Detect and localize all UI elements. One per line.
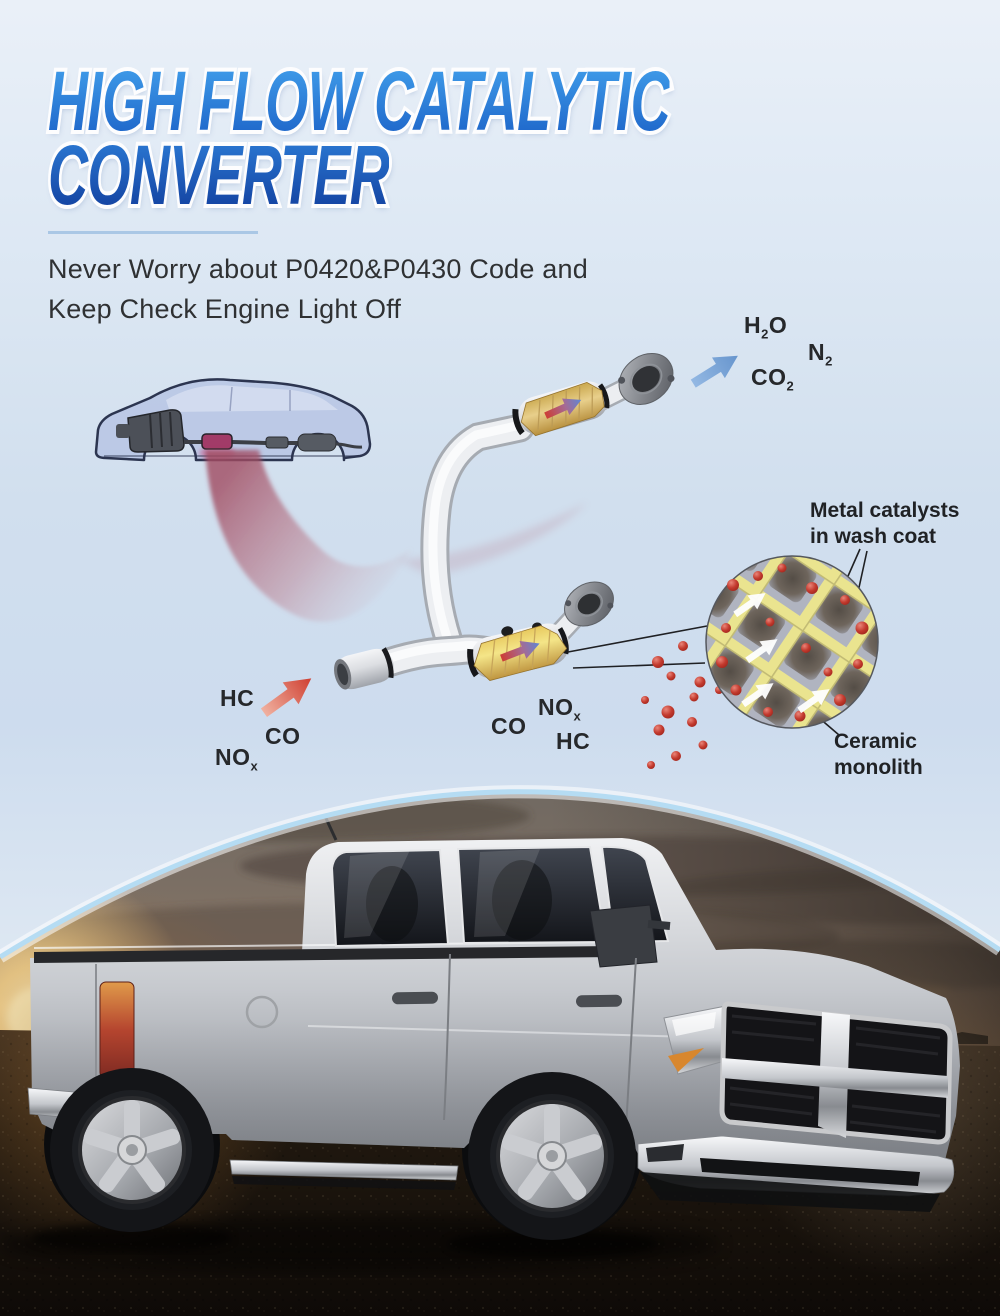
label-co-center: CO bbox=[491, 713, 527, 739]
flange-upper bbox=[618, 353, 675, 405]
seat-silhouette bbox=[492, 860, 552, 940]
rear-door-handle bbox=[392, 991, 438, 1005]
label-n2: N2 bbox=[808, 339, 833, 369]
bumper-intake bbox=[700, 1158, 920, 1186]
exhaust-y-pipe bbox=[375, 376, 639, 677]
engine-ribs bbox=[149, 411, 173, 449]
truck-photo bbox=[0, 785, 1000, 1316]
callout-metal-catalysts: Metal catalysts in wash coat bbox=[810, 499, 960, 548]
title-line-2: CONVERTER CONVERTER bbox=[45, 129, 392, 221]
label-nox-center: NOx bbox=[538, 694, 582, 724]
title-line-1-outline: HIGH FLOW CATALYTIC bbox=[45, 55, 673, 147]
highlight-beam bbox=[205, 450, 588, 622]
clean-gas-arrow-icon bbox=[686, 345, 745, 394]
photo-arc-border bbox=[0, 789, 1000, 960]
mirror-arm bbox=[647, 920, 671, 930]
subtitle-line-2: Keep Check Engine Light Off bbox=[48, 294, 402, 324]
under-bumper-shadow bbox=[640, 1172, 940, 1212]
label-h2o: H2O bbox=[744, 312, 788, 342]
catalyst-cross-section-circle bbox=[705, 555, 879, 729]
car-window-dividers bbox=[229, 386, 291, 412]
exhaust-gas-arrow-icon bbox=[256, 667, 320, 724]
fog-light-recess bbox=[646, 1144, 684, 1162]
emission-particles bbox=[641, 641, 723, 769]
flange-lower bbox=[564, 581, 614, 627]
label-hc-center: HC bbox=[556, 728, 591, 754]
subtitle: Never Worry about P0420&P0430 Code and K… bbox=[48, 249, 588, 329]
front-wheel-shadow bbox=[447, 1230, 657, 1258]
glass-reflection bbox=[344, 850, 410, 938]
catalytic-converter-upper bbox=[512, 381, 610, 437]
label-co-left: CO bbox=[265, 723, 301, 749]
rear-wheel-shadow bbox=[32, 1224, 232, 1252]
headlight-turn-signal bbox=[668, 1048, 704, 1072]
pickup-truck bbox=[27, 813, 960, 1240]
car-glass bbox=[166, 385, 338, 412]
side-mirror bbox=[589, 904, 658, 968]
seat-silhouette bbox=[366, 866, 418, 942]
rear-wheel bbox=[50, 1068, 214, 1232]
door-seams bbox=[443, 953, 637, 1129]
glass-reflection bbox=[474, 849, 540, 937]
running-board-shadow bbox=[232, 1176, 456, 1190]
tail-light bbox=[99, 981, 135, 1079]
cat-converter-highlighted bbox=[201, 433, 233, 450]
converter-diagram bbox=[94, 345, 879, 769]
car-exhaust-schematic bbox=[94, 378, 372, 462]
label-co2: CO2 bbox=[751, 364, 795, 394]
catalyst-dots bbox=[716, 563, 869, 722]
crosshair-grille bbox=[719, 1001, 953, 1145]
tailpipe bbox=[335, 442, 363, 449]
wheel-spokes bbox=[501, 1104, 603, 1200]
label-nox-left: NOx bbox=[215, 744, 259, 774]
title-line-1-text: HIGH FLOW CATALYTIC bbox=[48, 54, 670, 148]
title-underline bbox=[48, 231, 258, 234]
label-hc-left: HC bbox=[220, 685, 255, 711]
running-board bbox=[229, 1159, 459, 1181]
title-line-1: HIGH FLOW CATALYTIC HIGH FLOW CATALYTIC bbox=[45, 55, 673, 147]
engine-block bbox=[127, 409, 185, 453]
front-door-handle bbox=[576, 994, 622, 1008]
subtitle-line-1: Never Worry about P0420&P0430 Code and bbox=[48, 254, 588, 284]
callout-ceramic-monolith: Ceramic monolith bbox=[834, 730, 923, 779]
grille-horizontal-bar bbox=[722, 1058, 948, 1098]
title-line-2-text: CONVERTER bbox=[48, 128, 390, 222]
front-wheel bbox=[468, 1072, 636, 1240]
fuel-door bbox=[245, 995, 279, 1029]
exhaust-pipe-line bbox=[184, 440, 298, 445]
inlet-pipe-end bbox=[334, 647, 394, 690]
catalytic-converter-lower bbox=[467, 622, 570, 681]
title-line-2-outline: CONVERTER bbox=[45, 129, 392, 221]
muffler bbox=[297, 433, 337, 452]
resonator bbox=[265, 436, 289, 449]
wheel-spokes bbox=[83, 1100, 181, 1193]
headlight-glare bbox=[672, 1012, 716, 1036]
engine-intake bbox=[116, 424, 130, 438]
tonneau-cover bbox=[34, 946, 616, 963]
